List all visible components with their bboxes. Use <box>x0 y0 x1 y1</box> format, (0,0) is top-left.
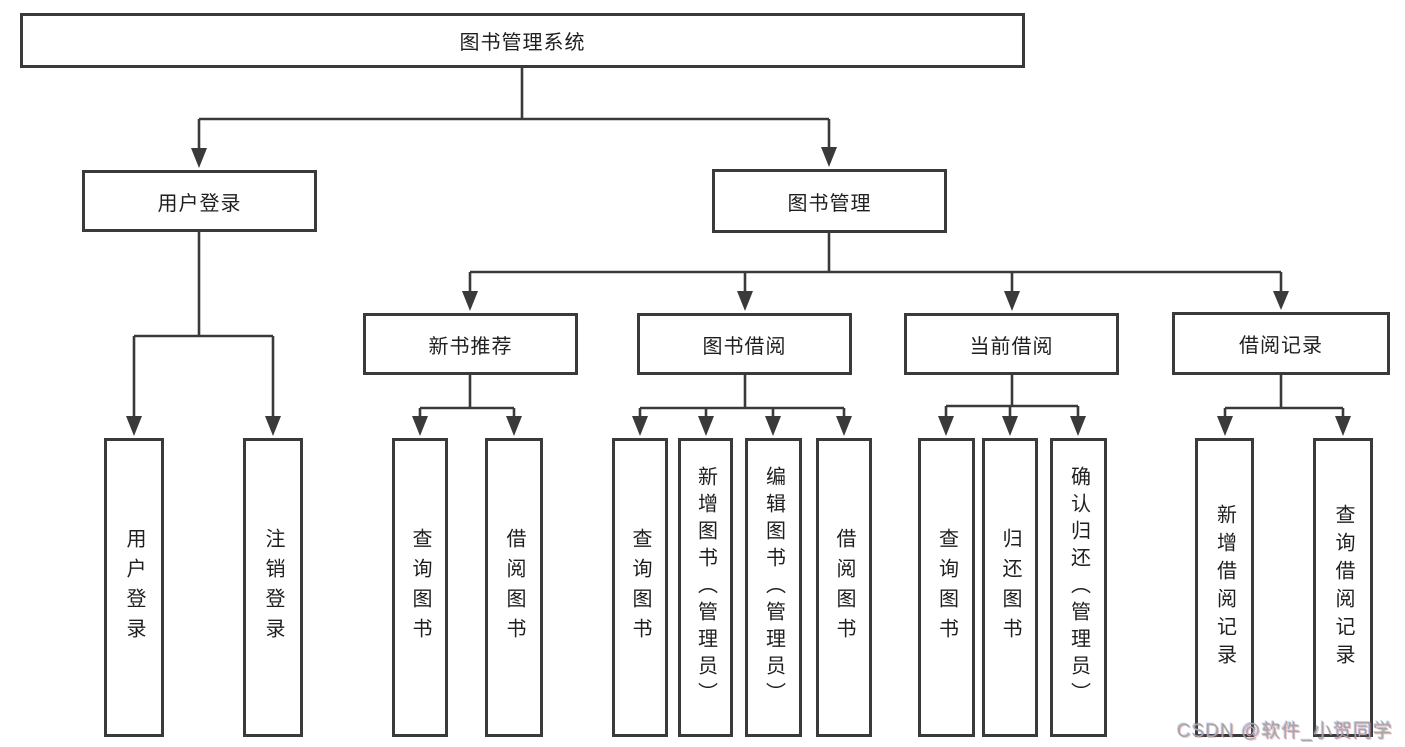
node-borrow-book: 借阅图书 <box>485 438 543 737</box>
node-logout: 注销登录 <box>243 438 303 737</box>
node-query-borrow-record: 查询借阅记录 <box>1313 438 1373 737</box>
node-login: 用户登录 <box>104 438 164 737</box>
connector-current-to-leaves <box>938 375 1086 436</box>
connector-userlogin-to-leaves <box>126 232 281 436</box>
connector-root-to-level2 <box>191 68 837 168</box>
node-borrow-book: 借阅图书 <box>816 438 872 737</box>
node-book-borrowing: 图书借阅 <box>637 313 852 375</box>
node-return-book: 归还图书 <box>982 438 1038 737</box>
node-label: 借阅记录 <box>1239 335 1323 357</box>
node-library-management-system: 图书管理系统 <box>20 13 1025 68</box>
node-query-books: 查询图书 <box>612 438 668 737</box>
node-query-books: 查询图书 <box>918 438 975 737</box>
connector-records-to-leaves <box>1217 375 1351 436</box>
node-label: 用户登录 <box>157 192 242 215</box>
node-label: 图书借阅 <box>702 335 787 358</box>
connector-newbook-to-leaves <box>412 375 522 436</box>
node-query-books: 查询图书 <box>392 438 448 737</box>
node-book-management: 图书管理 <box>712 169 947 233</box>
connector-borrowing-to-leaves <box>632 375 852 436</box>
node-confirm-return-admin: 确认归还（管理员） <box>1050 438 1107 737</box>
node-label: 新书推荐 <box>428 335 513 358</box>
node-add-book-admin: 新增图书（管理员） <box>678 438 733 737</box>
connector-bookmgmt-to-level3 <box>462 233 1289 311</box>
node-borrowing-records: 借阅记录 <box>1172 312 1390 375</box>
csdn-watermark: CSDN @软件_小贺同学 <box>1177 721 1393 742</box>
node-label: 图书管理 <box>787 192 872 215</box>
node-current-borrowing: 当前借阅 <box>904 313 1119 375</box>
node-new-book-recommend: 新书推荐 <box>363 313 578 375</box>
node-edit-book-admin: 编辑图书（管理员） <box>745 438 802 737</box>
node-label: 图书管理系统 <box>459 32 586 54</box>
node-add-borrow-record: 新增借阅记录 <box>1195 438 1254 737</box>
node-label: 当前借阅 <box>969 335 1054 358</box>
node-user-login: 用户登录 <box>82 170 317 232</box>
